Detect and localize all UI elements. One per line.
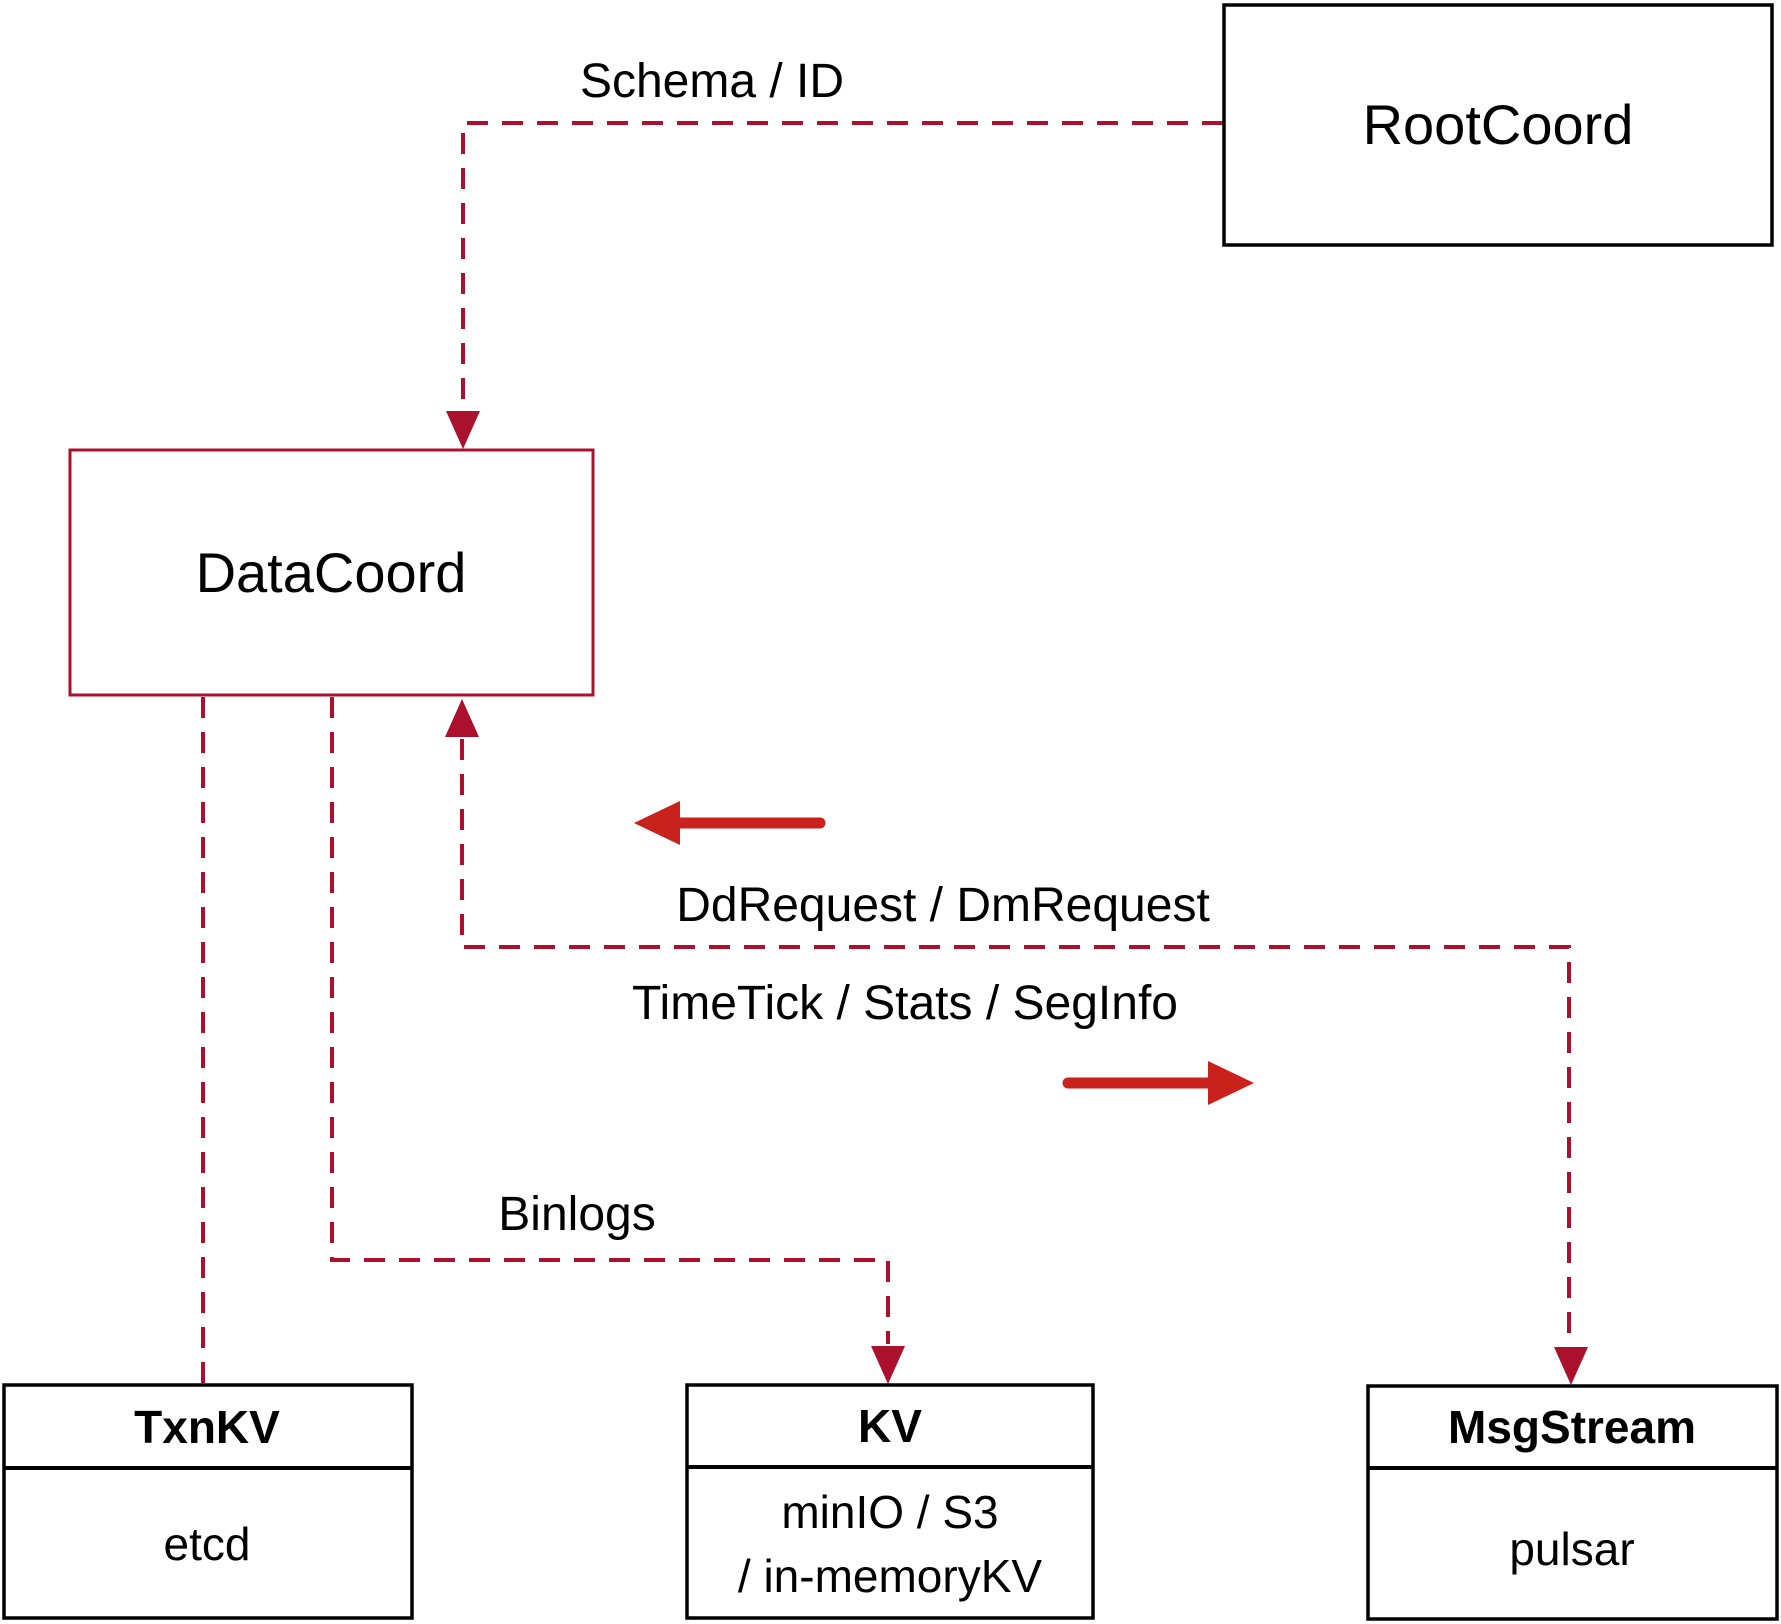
right-direction-arrow-head <box>1208 1061 1254 1105</box>
rootcoord-box <box>1222 3 1774 247</box>
txnkv-title: TxnKV <box>134 1401 280 1453</box>
arrowhead-into-datacoord-bottom-icon <box>445 699 479 737</box>
rootcoord-label: RootCoord <box>1363 93 1634 156</box>
msgstream-box <box>1366 1384 1779 1621</box>
kv-body-line1: minIO / S3 <box>781 1486 998 1538</box>
msgstream-title: MsgStream <box>1448 1401 1696 1453</box>
arrowhead-into-kv-top-icon <box>871 1346 905 1384</box>
kv-box <box>685 1383 1095 1620</box>
kv-title: KV <box>858 1400 922 1452</box>
left-direction-arrow-head <box>634 801 680 845</box>
msgstream-node: MsgStream pulsar <box>1366 1384 1779 1621</box>
txnkv-node: TxnKV etcd <box>2 1383 414 1620</box>
right-direction-arrow-icon <box>1062 1061 1254 1105</box>
kv-node: KV minIO / S3 / in-memoryKV <box>685 1383 1095 1620</box>
edge-label-time-tick: TimeTick / Stats / SegInfo <box>632 977 1178 1030</box>
edge-label-binlogs: Binlogs <box>498 1188 655 1241</box>
txnkv-body-label: etcd <box>164 1518 251 1570</box>
edge-schema-id-line <box>461 121 1223 413</box>
arrowhead-into-msgstream-top-icon <box>1554 1347 1588 1385</box>
left-direction-arrow-icon <box>634 801 826 845</box>
edge-binlogs-line <box>330 697 890 1344</box>
edge-datacoord-msgstream-line <box>460 739 1571 1345</box>
datacoord-box <box>68 448 595 697</box>
arrowhead-into-datacoord-top-icon <box>446 411 480 449</box>
edge-label-dd-request: DdRequest / DmRequest <box>676 879 1210 932</box>
datacoord-label: DataCoord <box>196 541 467 604</box>
edge-label-schema-id: Schema / ID <box>580 55 844 108</box>
txnkv-box <box>2 1383 414 1620</box>
msgstream-body-label: pulsar <box>1509 1523 1634 1575</box>
kv-body-line2: / in-memoryKV <box>738 1550 1042 1602</box>
